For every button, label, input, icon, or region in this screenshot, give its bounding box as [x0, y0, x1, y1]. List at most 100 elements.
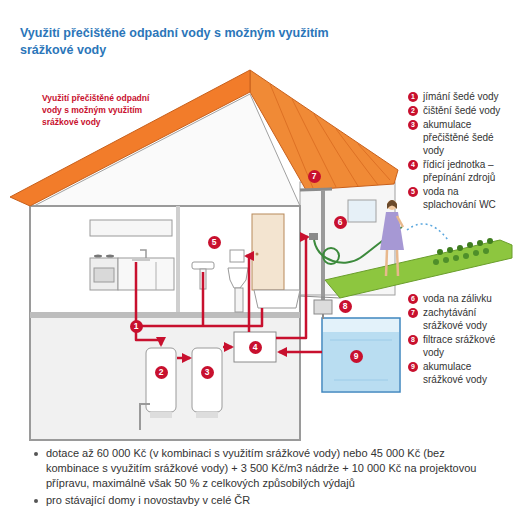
- vegetable-plants: [437, 249, 443, 255]
- rain-tank: [322, 318, 400, 392]
- kitchen: [140, 250, 146, 258]
- rain-tank: [330, 340, 392, 380]
- water-pipes: [177, 357, 190, 360]
- gardener-figure: [387, 200, 397, 210]
- greywater-tanks: [146, 348, 176, 412]
- house-wall: [31, 318, 299, 439]
- vegetable-plants: [473, 250, 479, 256]
- legend-number: 7: [408, 308, 418, 318]
- callout-holder: 7: [308, 170, 321, 183]
- rain-gutter: [321, 190, 325, 300]
- legend-row: 4 řídicí jednotka – přepínání zdrojů: [408, 158, 512, 184]
- callout-number: 9: [350, 350, 363, 363]
- vegetable-plants: [453, 255, 459, 261]
- kitchen: [132, 258, 150, 261]
- legend-text: akumulace srážkové vody: [423, 360, 507, 386]
- gardener-figure: [380, 200, 448, 276]
- title-holder: Využití přečištěné odpadní vody s možným…: [20, 25, 355, 59]
- legend-row: 3 akumulace přečištěné šedé vody: [408, 118, 512, 157]
- diagram-subtitle: Využití přečištěné odpadní vody s možným…: [42, 92, 164, 128]
- control-unit: [234, 332, 276, 362]
- callout-holder: 1: [130, 320, 143, 333]
- water-pipes: [202, 272, 205, 326]
- kitchen: [156, 262, 157, 290]
- legend-text: čištění šedé vody: [423, 104, 507, 117]
- subtitle-holder: Využití přečištěné odpadní vody s možným…: [42, 92, 164, 128]
- callout-holder: 8: [339, 300, 352, 313]
- vegetable-plants: [433, 259, 439, 265]
- greywater-tanks: [192, 348, 222, 412]
- rain-tank: [322, 318, 400, 392]
- water-pipes: [136, 262, 161, 345]
- callout-holder: 2: [155, 366, 168, 379]
- legend-text: řídicí jednotka – přepínání zdrojů: [423, 158, 507, 184]
- legend-number: 5: [408, 187, 418, 197]
- legend-text: akumulace přečištěné šedé vody: [423, 118, 507, 157]
- vegetable-plants: [457, 245, 463, 251]
- annex-building: [348, 200, 376, 222]
- legend-group: 1jímání šedé vody2čištění šedé vody3akum…: [408, 90, 512, 212]
- bathroom: [192, 214, 300, 312]
- water-pipes: [276, 237, 308, 338]
- kitchen: [118, 258, 174, 290]
- legend-row: 8filtrace srážkové vody: [408, 333, 512, 359]
- legend-row: 5 voda na splachování WC: [408, 185, 512, 211]
- callout-number: 5: [208, 236, 221, 249]
- legend-row: 9 akumulace srážkové vody: [408, 360, 512, 386]
- note-row: pro stávající domy i novostavby v celé Č…: [30, 493, 508, 508]
- legend-text: voda na zálivku: [423, 292, 507, 305]
- callout-holder: 5: [208, 236, 221, 249]
- kitchen: [94, 255, 102, 258]
- vegetable-plants: [463, 253, 469, 259]
- legend-row: 2 čištění šedé vody: [408, 104, 512, 117]
- kitchen: [94, 268, 114, 282]
- bathroom: [192, 262, 214, 269]
- callout-holder: 4: [249, 341, 262, 354]
- callout-number: 1: [130, 320, 143, 333]
- legend-group: 6 voda na zálivku7zachytávání srážkové vo…: [408, 292, 512, 387]
- vegetable-plants: [487, 238, 493, 244]
- water-pipes: [223, 346, 232, 349]
- legend-number: 2: [408, 106, 418, 116]
- house-wall: [30, 94, 300, 440]
- house-wall: [30, 206, 300, 440]
- water-pipes: [279, 351, 322, 354]
- gardener-figure: [387, 200, 397, 209]
- legend-row: 6 voda na zálivku: [408, 292, 512, 305]
- bullet-dot: [34, 499, 38, 503]
- vegetable-plants: [443, 257, 449, 263]
- vegetable-plants: [433, 238, 493, 265]
- note-row: dotace až 60 000 Kč (v kombinaci s využi…: [30, 446, 508, 491]
- legend-number: 4: [408, 160, 418, 170]
- callout-holder: 9: [350, 350, 363, 363]
- legend-text: voda na splachování WC: [423, 185, 507, 211]
- callout-number: 6: [334, 216, 347, 229]
- note-text: dotace až 60 000 Kč (v kombinaci s využi…: [46, 446, 486, 491]
- water-pipes: [136, 237, 322, 358]
- page-title: Využití přečištěné odpadní vody s možným…: [20, 25, 355, 59]
- bullet-dot: [34, 452, 38, 456]
- kitchen: [90, 220, 174, 290]
- bathroom: [256, 253, 259, 256]
- vegetable-plants: [477, 240, 483, 246]
- legend-row: 7zachytávání srážkové vody: [408, 306, 512, 332]
- callout-number: 3: [201, 366, 214, 379]
- garden: [325, 240, 512, 298]
- legend-number: 6: [408, 294, 418, 304]
- garden-tap-hose: [309, 233, 318, 240]
- roof: [10, 70, 398, 206]
- legend-number: 3: [408, 120, 418, 130]
- kitchen: [106, 255, 114, 258]
- greywater-tanks: [196, 412, 218, 418]
- water-pipes: [136, 308, 262, 326]
- bathroom: [254, 290, 300, 308]
- legend-text: filtrace srážkové vody: [423, 333, 507, 359]
- garden: [300, 240, 512, 298]
- roof: [10, 70, 250, 206]
- legend-number: 9: [408, 362, 418, 372]
- notes-list: dotace až 60 000 Kč (v kombinaci s využi…: [30, 446, 508, 510]
- water-pipes: [246, 256, 249, 332]
- callout-number: 8: [339, 300, 352, 313]
- callout-number: 4: [249, 341, 262, 354]
